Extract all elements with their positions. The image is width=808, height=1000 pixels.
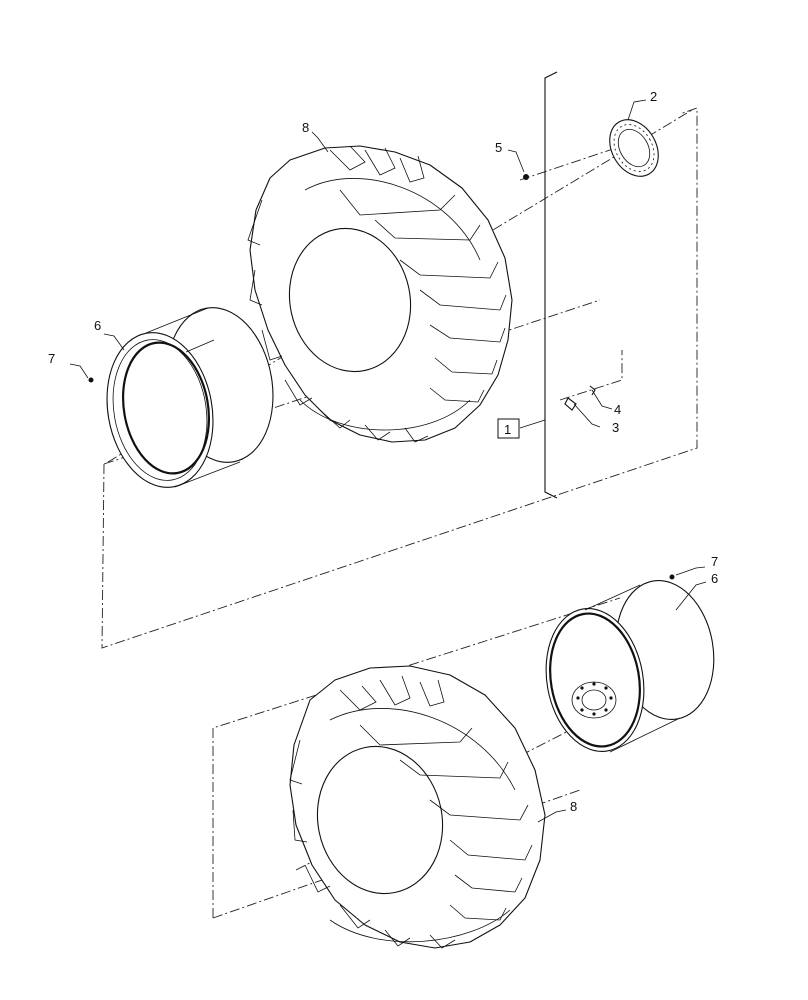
nut-part-5	[523, 174, 529, 180]
callout-8-bottom: 8	[570, 799, 577, 814]
callout-8-top: 8	[302, 120, 309, 135]
washer-part-4	[589, 385, 596, 396]
callout-1: 1	[504, 422, 511, 437]
callout-7-bottom: 7	[711, 554, 718, 569]
top-tire	[247, 145, 513, 443]
callout-2: 2	[650, 89, 657, 104]
bolt-part-3	[564, 397, 577, 411]
top-rim	[106, 307, 274, 488]
valve-bottom-part-7	[669, 574, 675, 580]
group-bracket	[519, 71, 558, 499]
callout-6-bottom: 6	[711, 571, 718, 586]
callout-7-top: 7	[48, 351, 55, 366]
valve-top-part-7	[88, 377, 94, 383]
callout-5: 5	[495, 140, 502, 155]
hub-ring	[609, 119, 659, 177]
leader-lines	[69, 99, 707, 823]
callout-4: 4	[614, 402, 621, 417]
bottom-rim	[545, 580, 715, 753]
callout-6-top: 6	[94, 318, 101, 333]
callout-labels: 1 2 3 4 5 6 7 8 6 7 8	[48, 89, 718, 814]
callout-3: 3	[612, 420, 619, 435]
bottom-tire	[289, 665, 546, 949]
callout-1-box	[497, 418, 520, 439]
